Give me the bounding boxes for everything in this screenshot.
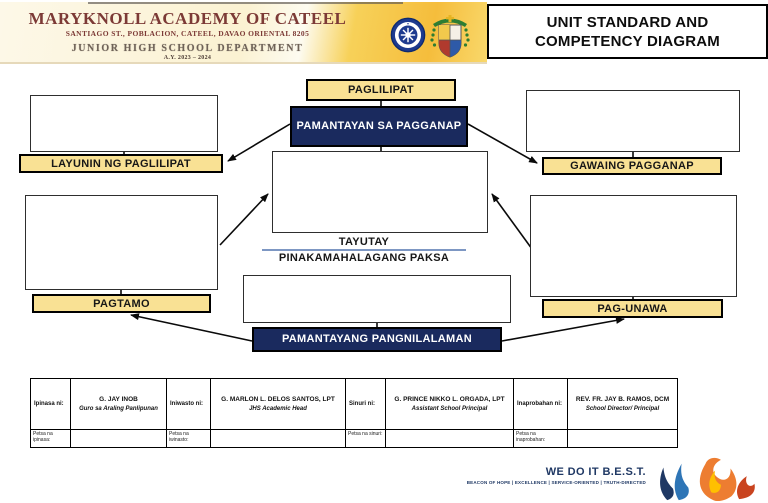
content-box-layunin	[30, 95, 218, 152]
date-value-ipinasa	[70, 429, 167, 448]
center-topic-label: TAYUTAY PINAKAMAHALAGANG PAKSA	[262, 236, 466, 264]
school-tagline: BEACON OF HOPE | EXCELLENCE | SERVICE-OR…	[466, 480, 646, 485]
node-paglilipat: PAGLILIPAT	[306, 79, 456, 101]
content-box-pangnilalaman	[243, 275, 511, 323]
date-label-ipinasa: Petsa na ipinasa:	[30, 429, 71, 448]
document-title-box: UNIT STANDARD AND COMPETENCY DIAGRAM	[487, 4, 768, 59]
tayutay-label: TAYUTAY	[338, 236, 390, 248]
school-name: MARYKNOLL ACADEMY OF CATEEL	[28, 9, 347, 28]
date-label-iniwasto: Petsa na iwinasto:	[166, 429, 211, 448]
node-gawaing-pagganap: GAWAING PAGGANAP	[542, 157, 722, 175]
node-pamantayang-pangnilalaman: PAMANTAYANG PANGNILALAMAN	[252, 327, 502, 352]
node-layunin-ng-paglilipat: LAYUNIN NG PAGLILIPAT	[19, 154, 223, 173]
signoff-label-ipinasa: Ipinasa ni:	[30, 378, 71, 430]
signoff-label-sinuri: Sinuri ni:	[345, 378, 386, 430]
person-name: G. PRINCE NIKKO L. ORGADA, LPT	[394, 395, 505, 403]
signoff-table: Ipinasa ni: G. JAY INOB Guro sa Araling …	[30, 378, 678, 448]
node-pamantayan-sa-pagganap: PAMANTAYAN SA PAGGANAP	[290, 106, 468, 147]
pinakamahalagang-paksa-label: PINAKAMAHALAGANG PAKSA	[278, 252, 450, 264]
person-name: REV. FR. JAY B. RAMOS, DCM	[575, 395, 670, 403]
person-role: School Director/ Principal	[585, 405, 660, 412]
diocese-crest-icon	[430, 15, 470, 58]
topic-divider-line	[262, 249, 466, 251]
school-banner: MARYKNOLL ACADEMY OF CATEEL SANTIAGO ST.…	[0, 2, 487, 64]
content-box-pag-unawa	[530, 195, 737, 297]
node-pagtamo: PAGTAMO	[32, 294, 211, 313]
signoff-person-inaprobahan: REV. FR. JAY B. RAMOS, DCM School Direct…	[567, 378, 678, 430]
content-box-tayutay	[272, 151, 488, 233]
person-role: JHS Academic Head	[249, 405, 307, 412]
content-box-gawain	[526, 90, 740, 152]
signoff-label-iniwasto: Iniwasto ni:	[166, 378, 211, 430]
department-name: JUNIOR HIGH SCHOOL DEPARTMENT	[71, 43, 304, 54]
person-role: Guro sa Araling Panlipunan	[79, 405, 158, 412]
signoff-person-iniwasto: G. MARLON L. DELOS SANTOS, LPT JHS Acade…	[210, 378, 346, 430]
document-title: UNIT STANDARD AND COMPETENCY DIAGRAM	[535, 13, 720, 50]
node-pag-unawa: PAG-UNAWA	[542, 299, 723, 318]
date-label-inaprobahan: Petsa na inaprobahan:	[513, 429, 568, 448]
person-name: G. JAY INOB	[99, 395, 138, 403]
footer: WE DO IT B.E.S.T. BEACON OF HOPE | EXCEL…	[467, 466, 646, 485]
content-box-pagtamo	[25, 195, 218, 290]
best-phoenix-logo-icon	[660, 457, 755, 502]
date-value-inaprobahan	[567, 429, 678, 448]
person-role: Assistant School Principal	[411, 405, 488, 412]
date-label-sinuri: Petsa na sinuri:	[345, 429, 386, 448]
person-name: G. MARLON L. DELOS SANTOS, LPT	[221, 395, 335, 403]
signoff-label-inaprobahan: Inaprobahan ni:	[513, 378, 568, 430]
school-heading: MARYKNOLL ACADEMY OF CATEEL SANTIAGO ST.…	[10, 9, 365, 62]
school-seal-icon	[390, 17, 426, 53]
banner-top-edge	[88, 2, 403, 4]
signoff-person-ipinasa: G. JAY INOB Guro sa Araling Panlipunan	[70, 378, 167, 430]
signoff-person-sinuri: G. PRINCE NIKKO L. ORGADA, LPT Assistant…	[385, 378, 514, 430]
school-year: A.Y. 2023 – 2024	[163, 55, 212, 61]
school-address: SANTIAGO ST., POBLACION, CATEEL, DAVAO O…	[65, 29, 310, 38]
date-value-iniwasto	[210, 429, 346, 448]
school-motto: WE DO IT B.E.S.T.	[545, 466, 646, 478]
date-value-sinuri	[385, 429, 514, 448]
